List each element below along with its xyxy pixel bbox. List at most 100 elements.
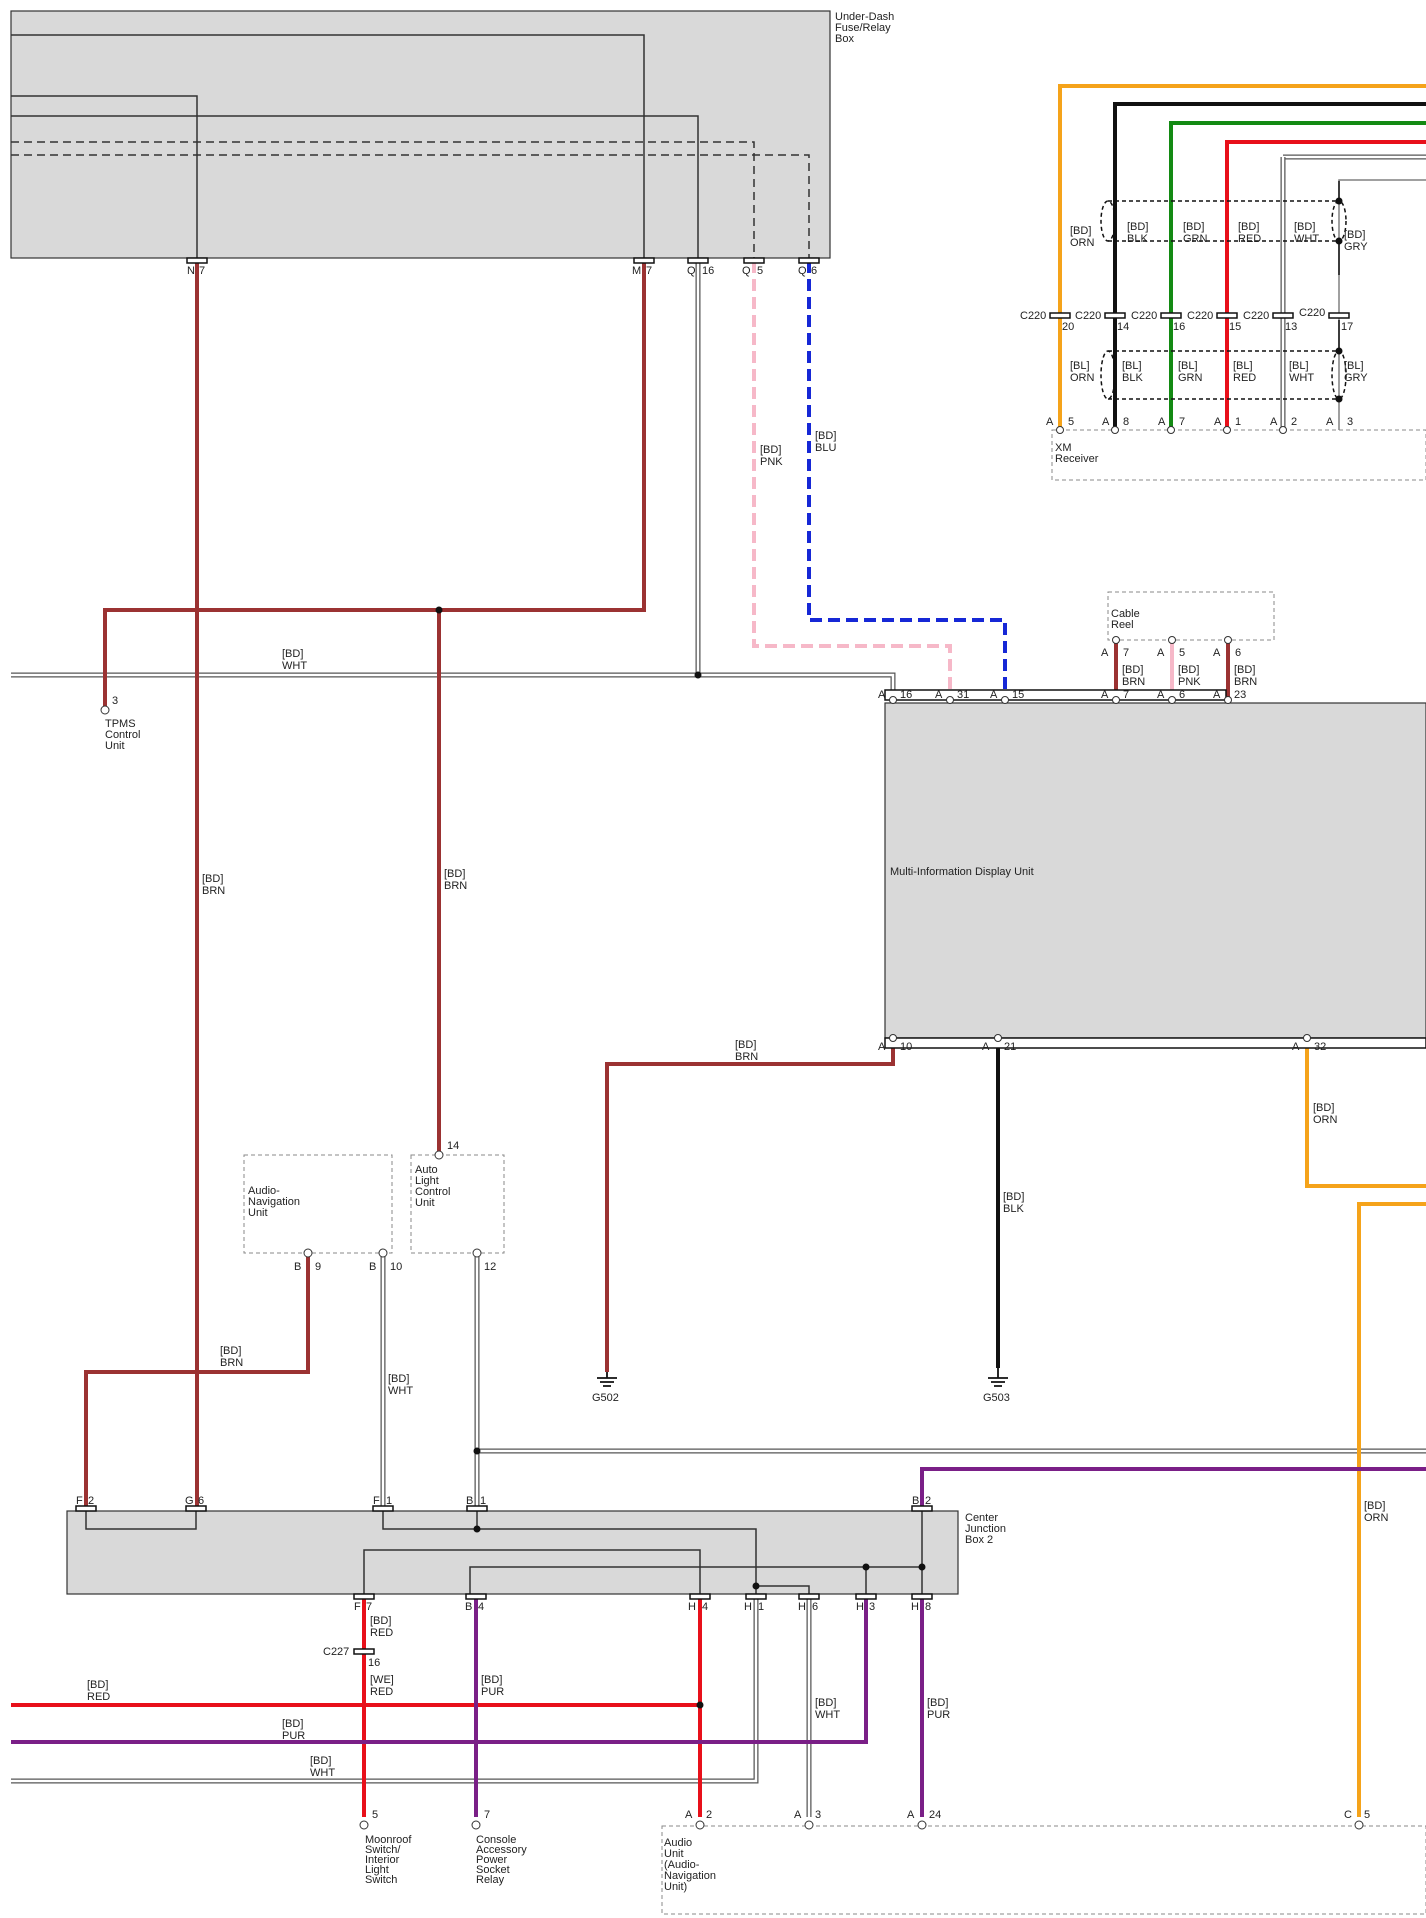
cable-reel-pins — [1112, 636, 1232, 644]
mid-pin-15-letter: A — [990, 689, 998, 701]
mid-pin-6-num: 6 — [1179, 689, 1185, 701]
mid-pin-10-letter: A — [878, 1041, 886, 1053]
audio-pin-24-num: 24 — [929, 1809, 941, 1821]
tpms-pin — [100, 705, 110, 715]
cjb-pin-b1-letter: B — [466, 1495, 473, 1507]
cjb-pin-b1-num: 1 — [480, 1495, 486, 1507]
wires — [11, 84, 1426, 1817]
mid-pin-7-num: 7 — [1123, 689, 1129, 701]
auto-light-label: Auto Light Control Unit — [415, 1164, 454, 1209]
label-red-left: [BD]RED — [87, 1679, 110, 1703]
mid-top-connector — [884, 689, 1227, 701]
xm-pin-2-letter: A — [1270, 416, 1278, 428]
c227-connector — [353, 1648, 375, 1655]
c220-num-15: 15 — [1229, 321, 1241, 333]
label-b9-brn: [BD]BRN — [220, 1345, 243, 1369]
label-f7-red: [BD]RED — [370, 1615, 393, 1639]
reel-pin-6-num: 6 — [1235, 647, 1241, 659]
cjb2-top-pins — [75, 1505, 933, 1512]
mid-pin-16-letter: A — [878, 689, 886, 701]
moonroof-pin-num: 5 — [372, 1809, 378, 1821]
cjb2-internal-wiring — [85, 1509, 926, 1599]
cjb2-bottom-pins — [353, 1593, 933, 1600]
auto-light-pin-14-num: 14 — [447, 1140, 459, 1152]
cjb-pin-b4-letter: B — [465, 1601, 472, 1613]
audio-navigation-unit — [243, 1154, 393, 1254]
cjb-pin-f2-num: 2 — [88, 1495, 94, 1507]
wire-blk-xm — [1113, 102, 1426, 430]
xm-pin-5-num: 5 — [1068, 416, 1074, 428]
mid-bottom-connector — [884, 1037, 1426, 1049]
label-xm-wht-bl: [BL]WHT — [1289, 360, 1314, 384]
console-relay-label: Console Accessory Power Socket Relay — [476, 1834, 530, 1886]
console-relay-pin — [471, 1820, 481, 1830]
c220-num-17: 17 — [1341, 321, 1353, 333]
label-xm-blk-bd: [BD]BLK — [1127, 221, 1148, 245]
fuse-pin-q6-letter: Q — [798, 265, 807, 277]
cjb-pin-h3-letter: H — [856, 1601, 864, 1613]
cjb-pin-h3-num: 3 — [869, 1601, 875, 1613]
label-pur-left: [BD]PUR — [282, 1718, 305, 1742]
mid-pin-21-num: 21 — [1004, 1041, 1016, 1053]
label-c5-orn: [BD]ORN — [1364, 1500, 1389, 1524]
audio-nav-pin-10-num: 10 — [390, 1261, 402, 1273]
c220-label-20: C220 — [1020, 310, 1046, 322]
wire-pur-left — [11, 1599, 868, 1744]
label-wht-left: [BD]WHT — [310, 1755, 335, 1779]
cjb-pin-h4-num: 4 — [702, 1601, 708, 1613]
splices — [435, 606, 704, 1709]
wire-gry-xm — [1338, 179, 1426, 430]
mid-pin-16-num: 16 — [900, 689, 912, 701]
label-xm-wht-bd: [BD]WHT — [1294, 221, 1319, 245]
center-junction-box-2 — [66, 1510, 959, 1595]
xm-pin-1-num: 1 — [1235, 416, 1241, 428]
wire-brn-a10 — [605, 1042, 895, 1372]
cjb2-label: Center Junction Box 2 — [965, 1512, 1009, 1546]
label-xm-grn-bl: [BL]GRN — [1178, 360, 1203, 384]
mid-pin-10-num: 10 — [900, 1041, 912, 1053]
fuse-box-pins — [186, 257, 820, 264]
cjb-pin-f2-letter: F — [76, 1495, 83, 1507]
wire-wht-top — [11, 672, 896, 699]
c220-num-20: 20 — [1062, 321, 1074, 333]
cjb-pin-f7-letter: F — [354, 1601, 361, 1613]
audio-nav-pin-9 — [303, 1248, 313, 1258]
c227-num: 16 — [368, 1657, 380, 1669]
c220-num-14: 14 — [1117, 321, 1129, 333]
auto-light-pin-12 — [472, 1248, 482, 1258]
reel-pin-5-letter: A — [1157, 647, 1165, 659]
label-xm-gry-bl: [BL]GRY — [1344, 360, 1368, 384]
label-wht-top: [BD]WHT — [282, 648, 307, 672]
xm-pin-3-letter: A — [1326, 416, 1334, 428]
mid-label: Multi-Information Display Unit — [890, 866, 1034, 878]
fuse-pin-q5-num: 5 — [757, 265, 763, 277]
audio-nav-pin-9-letter: B — [294, 1261, 301, 1273]
label-we-red: [WE]RED — [370, 1674, 394, 1698]
xm-pin-8-num: 8 — [1123, 416, 1129, 428]
reel-pin-7-letter: A — [1101, 647, 1109, 659]
cjb-pin-f7-num: 7 — [366, 1601, 372, 1613]
label-xm-red-bl: [BL]RED — [1233, 360, 1256, 384]
audio-nav-pin-10 — [378, 1248, 388, 1258]
wire-orn-c5 — [1357, 1202, 1426, 1817]
label-q5-pnk: [BD]PNK — [760, 444, 783, 468]
label-xm-orn-bd: [BD]ORN — [1070, 225, 1095, 249]
cjb-pin-f1-letter: F — [373, 1495, 380, 1507]
auto-light-pin-12-num: 12 — [484, 1261, 496, 1273]
xm-pin-5-letter: A — [1046, 416, 1054, 428]
c220-connectors — [1049, 312, 1350, 319]
fuse-box-internal-wiring — [11, 34, 810, 261]
cjb-pin-h6-letter: H — [798, 1601, 806, 1613]
moonroof-switch-label: Moonroof Switch/ Interior Light Switch — [365, 1834, 415, 1886]
multi-information-display-unit — [884, 702, 1426, 1039]
auto-light-pin-14 — [434, 1150, 444, 1160]
label-xm-orn-bl: [BL]ORN — [1070, 360, 1095, 384]
audio-pin-24-letter: A — [907, 1809, 915, 1821]
mid-pin-23-letter: A — [1213, 689, 1221, 701]
wire-brn-m7 — [103, 261, 646, 710]
mid-bottom-pins — [889, 1034, 1311, 1042]
audio-nav-label: Audio- Navigation Unit — [248, 1185, 303, 1219]
xm-receiver-label: XM Receiver — [1055, 442, 1099, 465]
fuse-pin-q6-num: 6 — [811, 265, 817, 277]
fuse-pin-m-letter: M — [632, 265, 641, 277]
